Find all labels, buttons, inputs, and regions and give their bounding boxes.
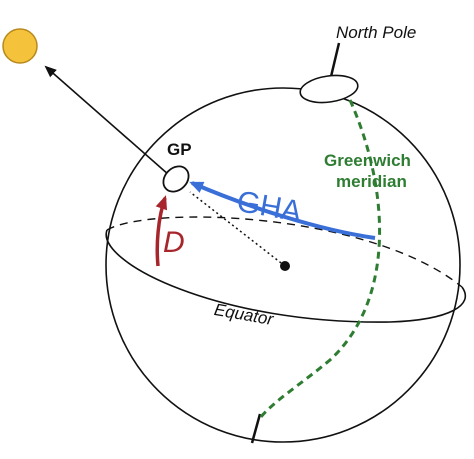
ray-to-sun-arrow bbox=[44, 65, 170, 176]
greenwich-label-line1: Greenwich bbox=[324, 151, 411, 170]
sphere-outline bbox=[105, 87, 461, 443]
greenwich-meridian-line bbox=[258, 99, 382, 419]
sun-icon bbox=[2, 28, 38, 64]
equator-back bbox=[106, 216, 463, 288]
declination-arrow bbox=[155, 195, 168, 267]
greenwich-label-line2: meridian bbox=[336, 172, 407, 191]
north-pole-label: North Pole bbox=[336, 23, 417, 42]
gp-marker bbox=[162, 165, 190, 193]
declination-label: D bbox=[163, 226, 185, 259]
gha-arrow bbox=[189, 181, 376, 240]
gp-label: GP bbox=[167, 140, 192, 159]
south-axis-stub bbox=[250, 413, 262, 444]
sphere-center-point bbox=[280, 261, 290, 271]
equator-front bbox=[105, 229, 467, 323]
center-to-gp-line bbox=[189, 191, 286, 267]
north-pole-marker bbox=[299, 74, 359, 104]
